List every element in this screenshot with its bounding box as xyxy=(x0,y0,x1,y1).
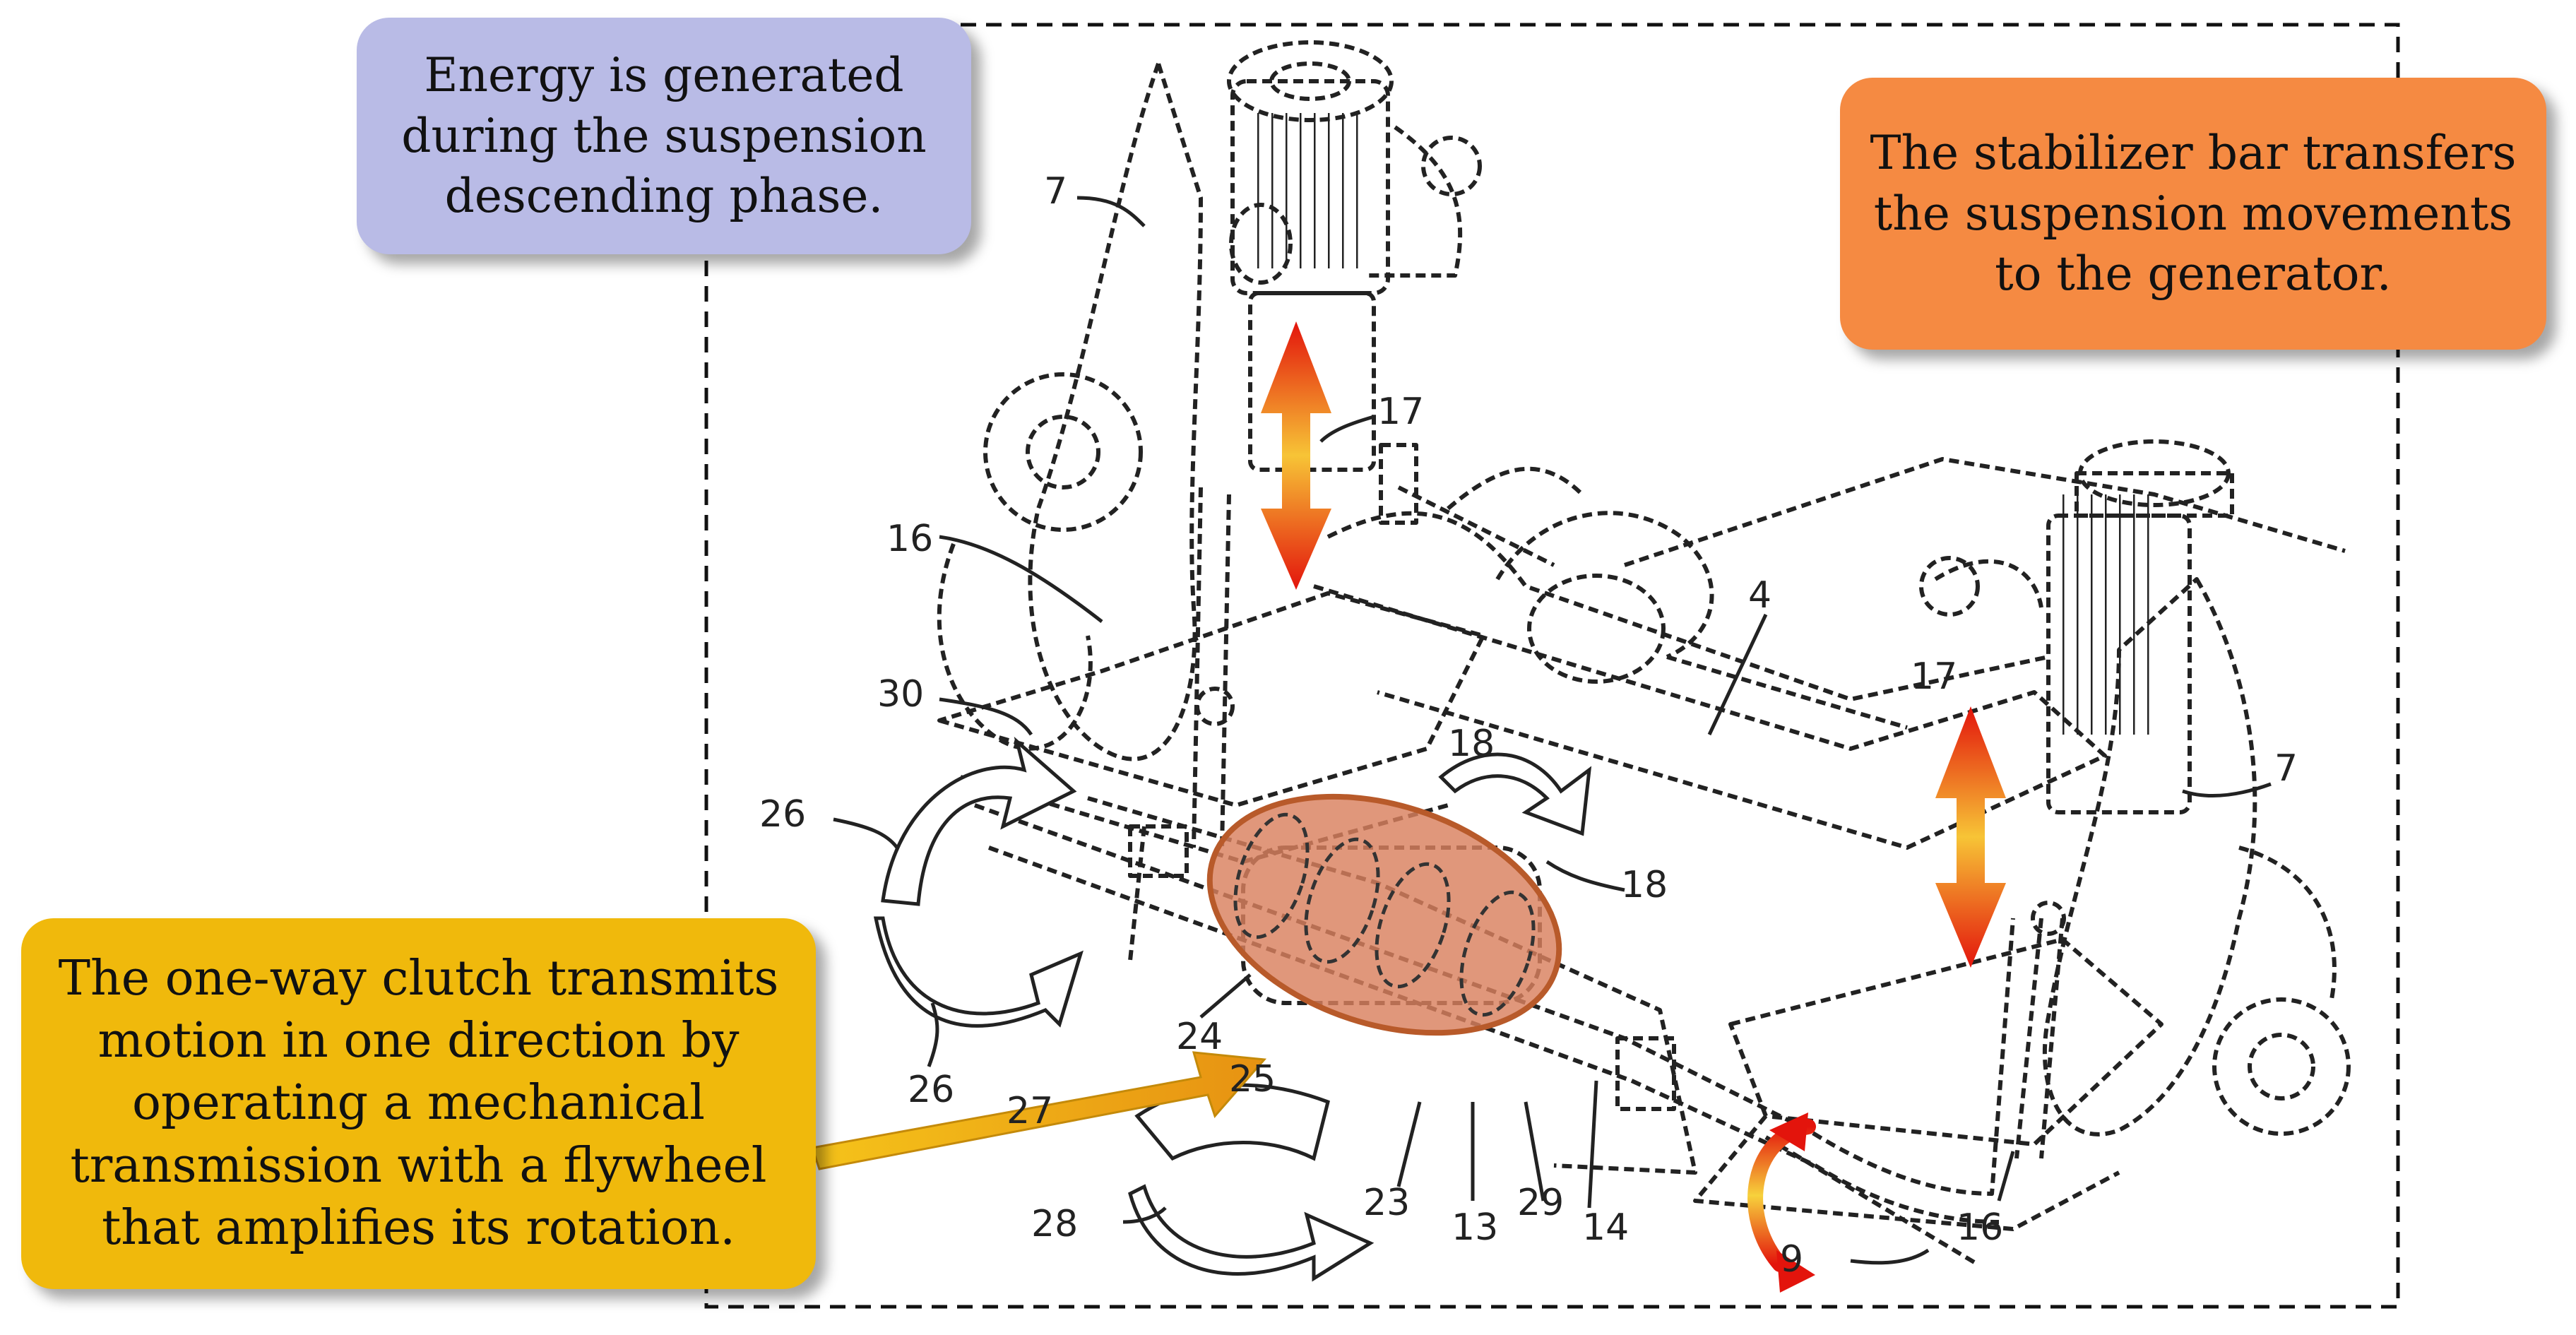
label-17-right: 17 xyxy=(1911,655,1957,698)
callout-stabilizer-bar: The stabilizer bar transfers the suspens… xyxy=(1840,78,2546,350)
label-30: 30 xyxy=(877,673,924,716)
flywheel-highlight xyxy=(1206,793,1562,1036)
label-23: 23 xyxy=(1363,1182,1410,1224)
rotation-arrows xyxy=(873,736,1592,1282)
label-4: 4 xyxy=(1748,574,1771,617)
label-9: 9 xyxy=(1780,1238,1803,1281)
label-26-bottom: 26 xyxy=(908,1069,954,1111)
part-labels: 7 17 16 30 4 17 7 26 18 18 24 26 27 25 2… xyxy=(759,170,2298,1281)
label-26-top: 26 xyxy=(759,793,806,836)
label-7-right: 7 xyxy=(2274,747,2298,790)
label-16-left: 16 xyxy=(886,518,933,560)
label-18-bottom: 18 xyxy=(1621,864,1668,906)
label-28: 28 xyxy=(1031,1203,1078,1245)
rotation-arrow-26-upper xyxy=(881,736,1077,906)
vertical-arrow-left xyxy=(1261,321,1331,590)
diagram-frame xyxy=(704,23,2400,1309)
stabilizer-rotation-ring xyxy=(1747,1112,1816,1293)
right-coil-spring xyxy=(2062,494,2161,735)
label-24: 24 xyxy=(1176,1016,1223,1058)
left-coil-spring xyxy=(1257,113,1363,268)
vertical-arrow-right xyxy=(1935,706,2006,968)
label-16-right: 16 xyxy=(1957,1206,2003,1249)
callout-one-way-clutch: The one-way clutch transmits motion in o… xyxy=(21,918,816,1289)
label-27: 27 xyxy=(1007,1090,1053,1132)
label-25: 25 xyxy=(1229,1058,1276,1100)
clutch-pointer-arrow xyxy=(811,1051,1267,1170)
rotation-arrow-28 xyxy=(1128,1184,1375,1282)
label-14: 14 xyxy=(1582,1206,1629,1249)
rotation-arrow-26-lower xyxy=(873,916,1084,1028)
label-13: 13 xyxy=(1452,1206,1498,1249)
leader-lines xyxy=(833,196,2272,1265)
label-29: 29 xyxy=(1517,1182,1564,1224)
flywheel-cylinder-outline xyxy=(1233,812,1536,1017)
label-17-top: 17 xyxy=(1377,391,1424,433)
rotation-arrow-18 xyxy=(1438,752,1592,836)
label-7-left: 7 xyxy=(1044,170,1067,213)
label-18-top: 18 xyxy=(1448,723,1495,765)
callout-energy-generated: Energy is generated during the suspensio… xyxy=(357,18,971,254)
